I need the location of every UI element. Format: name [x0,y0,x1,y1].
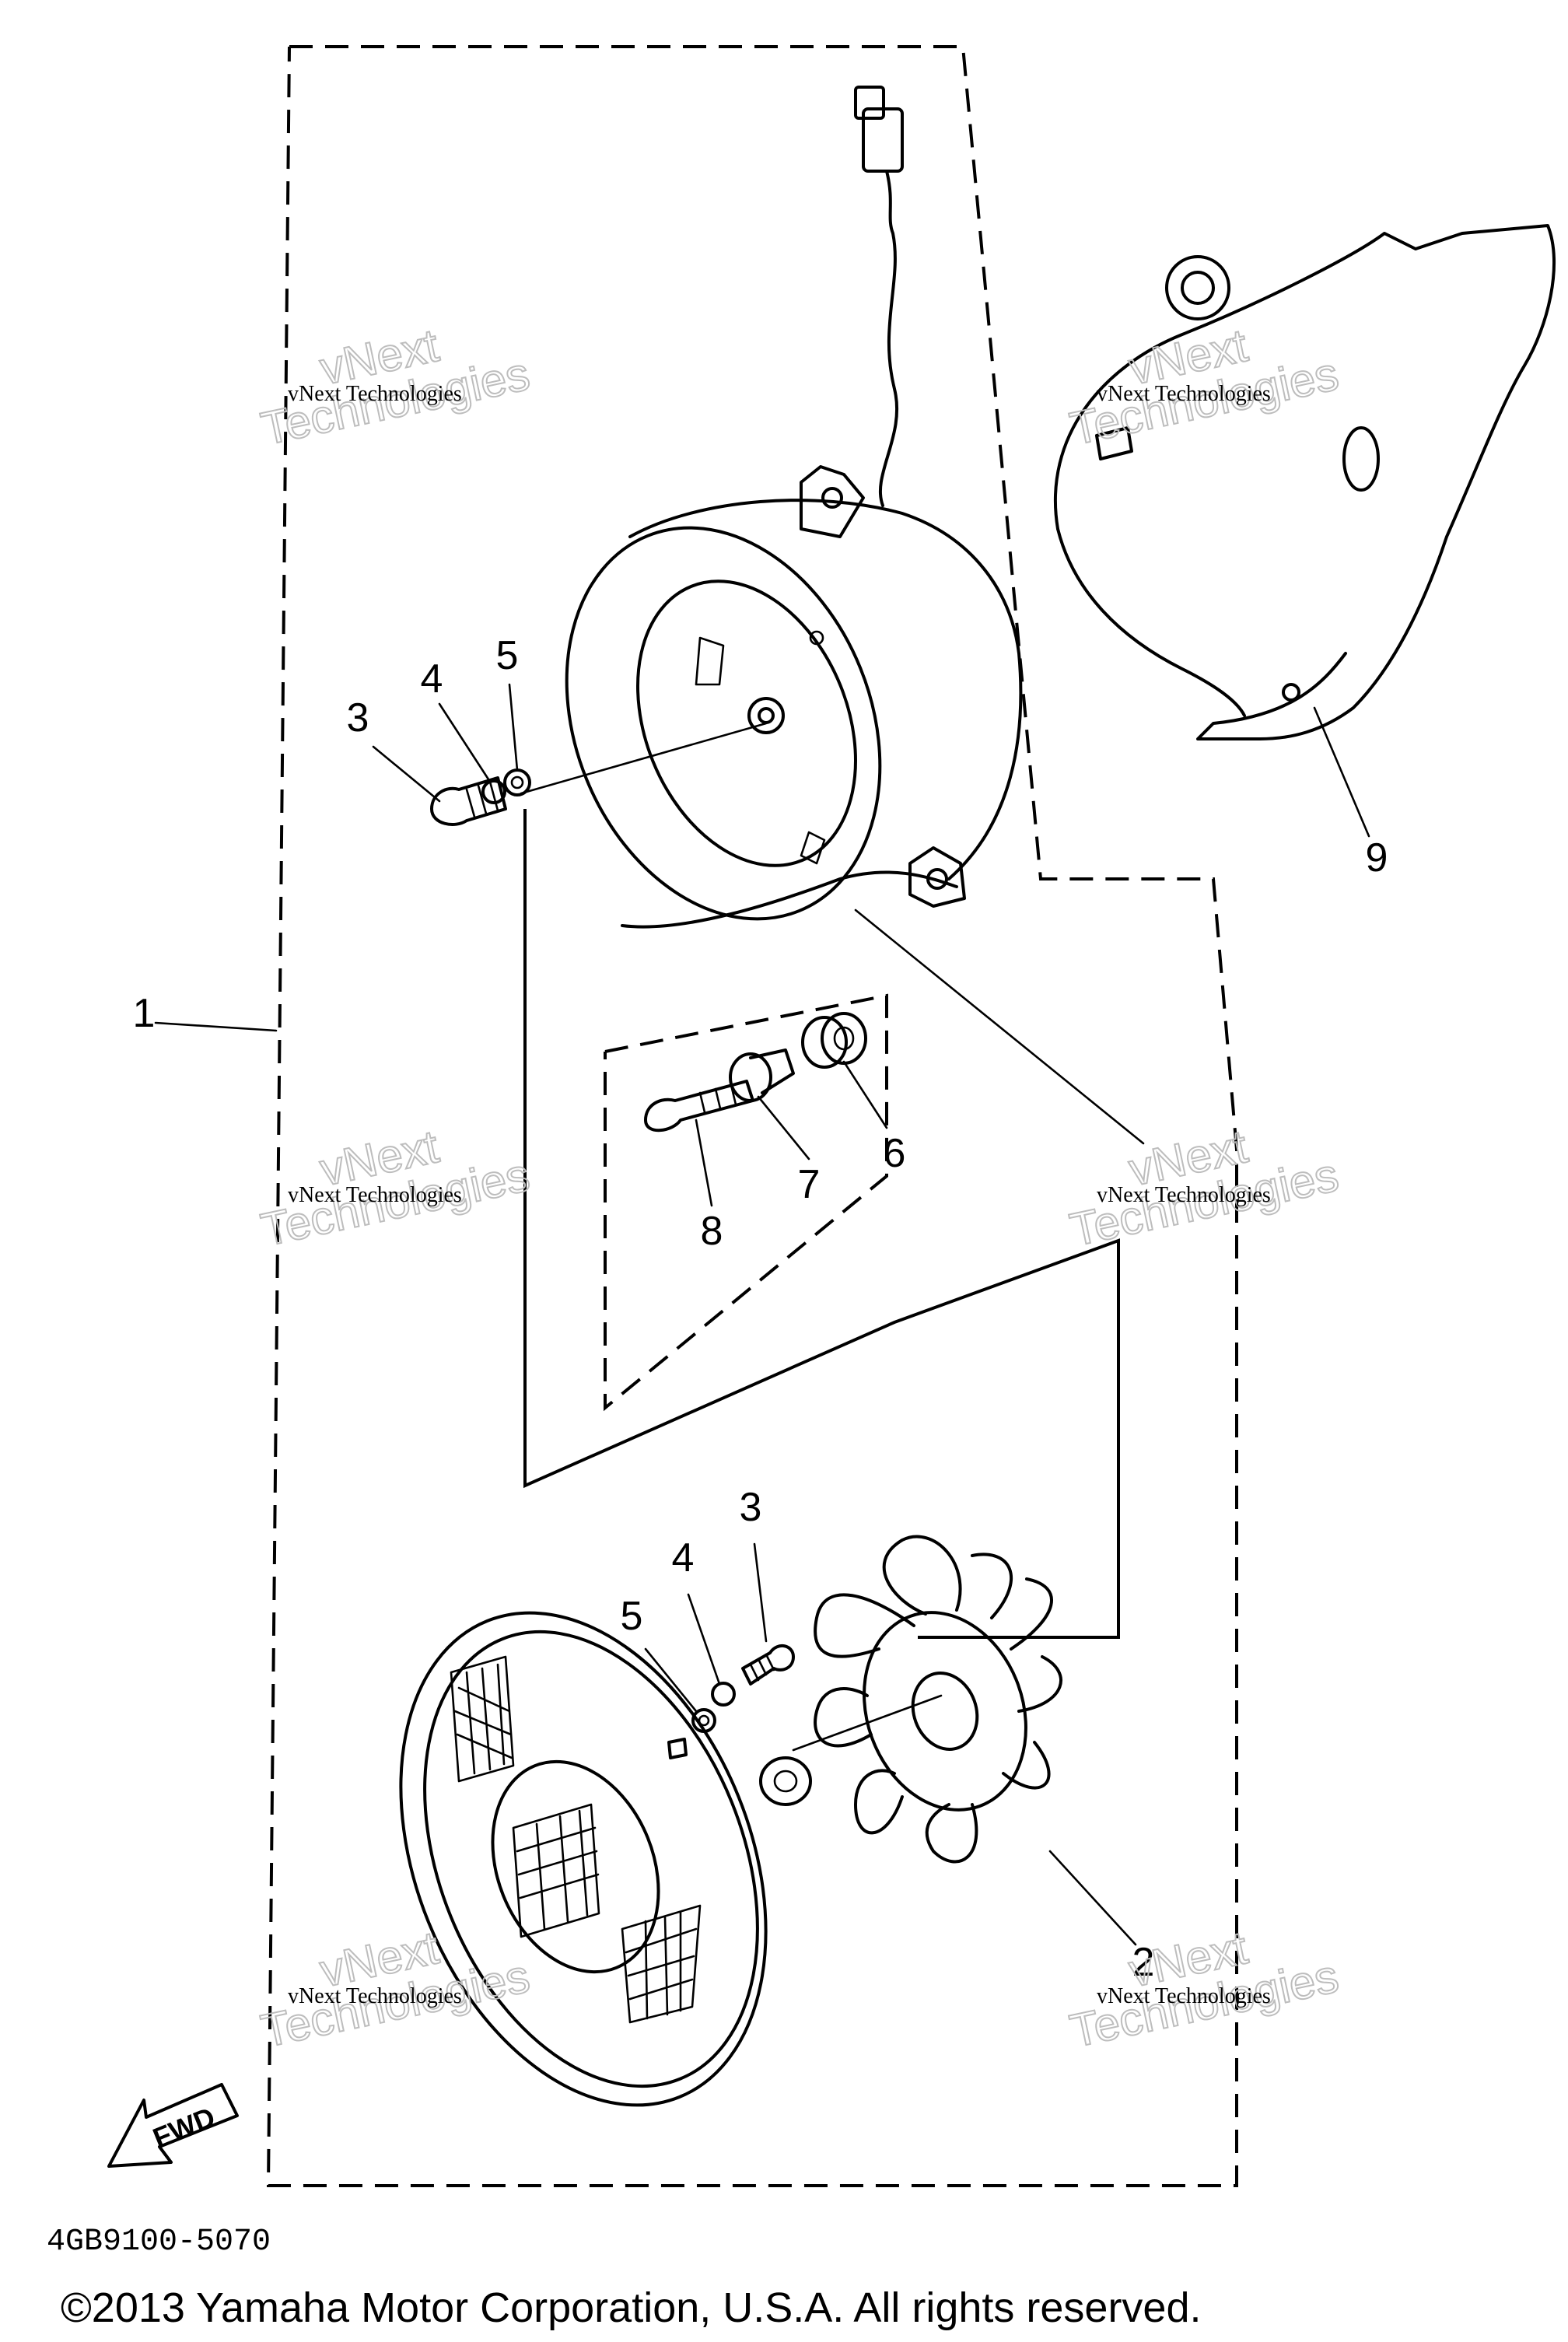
callout-2: 2 [1132,1940,1155,1985]
svg-text:vNext Technologies: vNext Technologies [288,382,462,406]
callout-5-bottom: 5 [621,1594,643,1639]
callout-9: 9 [1366,835,1388,880]
callout-1: 1 [133,991,156,1036]
callout-numbers: 1 2 3 4 5 6 7 8 9 3 4 5 [133,633,1388,1985]
svg-text:vNext Technologies: vNext Technologies [1097,1183,1271,1207]
screw-set-bottom [691,1644,812,1806]
screw-set-top [430,768,531,826]
callout-3-bottom: 3 [740,1485,762,1530]
callout-4-top: 4 [421,656,443,702]
connector-harness [854,86,904,507]
svg-text:vNext Technologies: vNext Technologies [1097,1984,1271,2008]
callout-6: 6 [884,1131,906,1176]
copyright: ©2013 Yamaha Motor Corporation, U.S.A. A… [61,2284,1202,2331]
svg-text:vNext Technologies: vNext Technologies [288,1984,462,2008]
fan-grille-cover [399,1611,768,2107]
svg-text:vNext Technologies: vNext Technologies [288,1183,462,1207]
callout-4-bottom: 4 [672,1535,695,1581]
leader-lines [154,683,1370,1946]
fwd-arrow: FWD [107,2083,239,2168]
fwd-label: FWD [149,2101,219,2155]
mount-kit-outline [604,993,888,1412]
fan-blade-2 [814,1535,1062,1864]
callout-5-top: 5 [496,633,519,678]
callout-7: 7 [798,1162,821,1207]
fan-shroud-9 [1053,224,1556,740]
mount-parts-678 [644,1012,867,1132]
part-code: 4GB9100-5070 [47,2225,271,2260]
callout-3-top: 3 [347,695,369,740]
reference-frame [523,809,1120,1639]
callout-8: 8 [701,1209,723,1254]
svg-text:vNext Technologies: vNext Technologies [1097,382,1271,406]
assembly-1-outline [266,45,1238,2187]
fan-motor-housing [565,465,1023,929]
